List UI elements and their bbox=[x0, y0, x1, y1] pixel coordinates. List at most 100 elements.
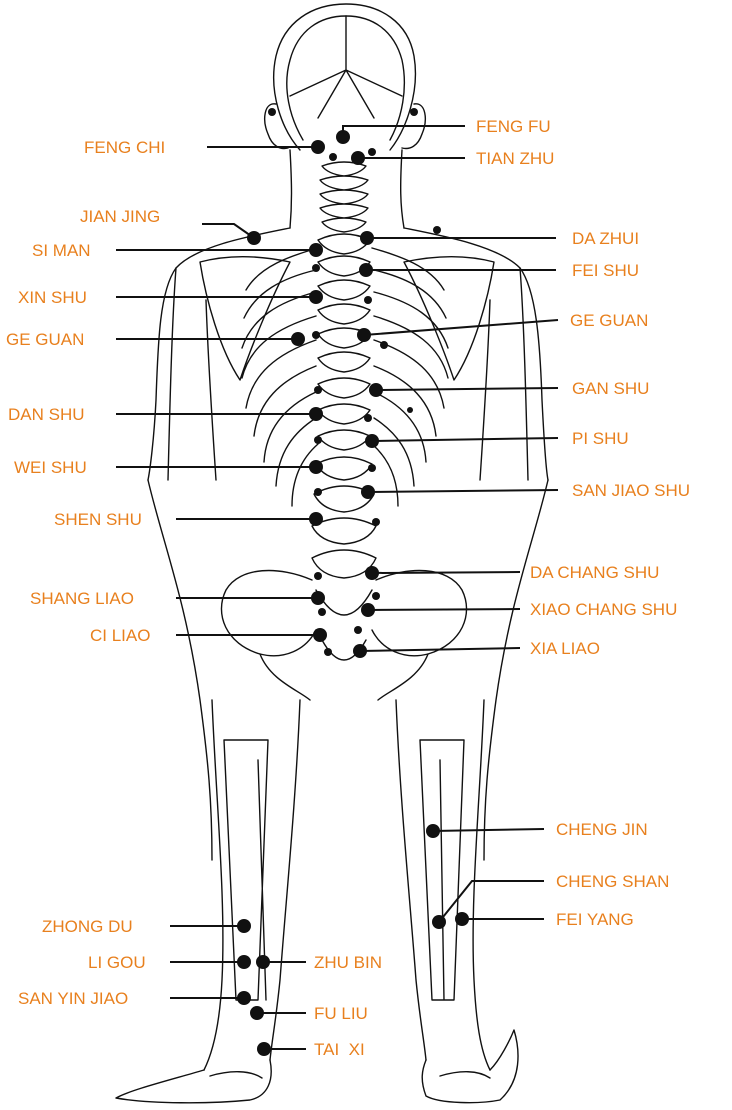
left-foot bbox=[116, 1060, 271, 1103]
minor-point bbox=[314, 572, 322, 580]
minor-point bbox=[354, 626, 362, 634]
label-dan-shu: DAN SHU bbox=[8, 405, 85, 424]
point-ci-liao bbox=[313, 628, 327, 642]
leader-lines bbox=[116, 126, 558, 1049]
right-foot bbox=[422, 1030, 518, 1103]
point-cheng-shan bbox=[432, 915, 446, 929]
minor-point bbox=[314, 488, 322, 496]
hip-outline bbox=[148, 480, 548, 860]
label-fu-liu: FU LIU bbox=[314, 1004, 368, 1023]
label-shang-liao: SHANG LIAO bbox=[30, 589, 134, 608]
label-li-gou: LI GOU bbox=[88, 953, 146, 972]
label-zhu-bin: ZHU BIN bbox=[314, 953, 382, 972]
label-cheng-jin: CHENG JIN bbox=[556, 820, 648, 839]
right-upper-arm bbox=[480, 268, 528, 480]
spinal-column bbox=[312, 234, 376, 578]
label-feng-fu: FENG FU bbox=[476, 117, 551, 136]
point-fei-shu bbox=[359, 263, 373, 277]
right-tibia bbox=[420, 740, 464, 1000]
point-san-jiao-shu bbox=[361, 485, 375, 499]
point-si-man bbox=[309, 243, 323, 257]
minor-point bbox=[312, 264, 320, 272]
minor-point bbox=[433, 226, 441, 234]
pelvis bbox=[221, 571, 466, 660]
point-zhong-du bbox=[237, 919, 251, 933]
minor-point bbox=[314, 386, 322, 394]
labels: FENG FU FENG CHI TIAN ZHU JIAN JING DA Z… bbox=[6, 117, 690, 1059]
minor-point bbox=[312, 331, 320, 339]
label-da-chang-shu: DA CHANG SHU bbox=[530, 563, 659, 582]
label-tian-zhu: TIAN ZHU bbox=[476, 149, 554, 168]
point-da-chang-shu bbox=[365, 566, 379, 580]
point-tian-zhu bbox=[351, 151, 365, 165]
minor-point bbox=[372, 592, 380, 600]
left-scapula bbox=[200, 257, 290, 380]
label-jian-jing: JIAN JING bbox=[80, 207, 160, 226]
point-xiao-chang-shu bbox=[361, 603, 375, 617]
leader-gan-shu bbox=[376, 388, 558, 390]
point-xin-shu bbox=[309, 290, 323, 304]
minor-point bbox=[364, 414, 372, 422]
minor-point bbox=[318, 608, 326, 616]
left-upper-arm bbox=[168, 268, 216, 480]
label-san-yin-jiao: SAN YIN JIAO bbox=[18, 989, 128, 1008]
label-tai-xi: TAI XI bbox=[314, 1040, 365, 1059]
point-wei-shu bbox=[309, 460, 323, 474]
point-xia-liao bbox=[353, 644, 367, 658]
right-leg-outline bbox=[396, 700, 490, 1070]
right-ribs bbox=[372, 248, 448, 506]
leader-xiao-chang-shu bbox=[368, 609, 520, 610]
label-ge-guan-right: GE GUAN bbox=[570, 311, 648, 330]
cervical-vertebrae bbox=[320, 162, 368, 232]
minor-point bbox=[329, 153, 337, 161]
point-fei-yang bbox=[455, 912, 469, 926]
point-tai-xi bbox=[257, 1042, 271, 1056]
leader-xia-liao bbox=[360, 648, 520, 651]
minor-point bbox=[268, 108, 276, 116]
leader-jian-jing bbox=[202, 224, 254, 238]
point-ge-guan-right bbox=[357, 328, 371, 342]
point-san-yin-jiao bbox=[237, 991, 251, 1005]
label-da-zhui: DA ZHUI bbox=[572, 229, 639, 248]
point-shen-shu bbox=[309, 512, 323, 526]
point-dan-shu bbox=[309, 407, 323, 421]
label-gan-shu: GAN SHU bbox=[572, 379, 649, 398]
skull-outline bbox=[274, 4, 416, 150]
label-zhong-du: ZHONG DU bbox=[42, 917, 133, 936]
point-feng-fu bbox=[336, 130, 350, 144]
minor-point bbox=[368, 148, 376, 156]
right-scapula bbox=[404, 257, 494, 380]
point-da-zhui bbox=[360, 231, 374, 245]
minor-point bbox=[314, 436, 322, 444]
minor-point bbox=[407, 407, 413, 413]
label-xin-shu: XIN SHU bbox=[18, 288, 87, 307]
label-si-man: SI MAN bbox=[32, 241, 91, 260]
label-fei-yang: FEI YANG bbox=[556, 910, 634, 929]
label-pi-shu: PI SHU bbox=[572, 429, 629, 448]
label-san-jiao-shu: SAN JIAO SHU bbox=[572, 481, 690, 500]
point-fu-liu bbox=[250, 1006, 264, 1020]
point-feng-chi bbox=[311, 140, 325, 154]
point-cheng-jin bbox=[426, 824, 440, 838]
leader-da-chang-shu bbox=[372, 572, 520, 573]
minor-point bbox=[364, 296, 372, 304]
leader-pi-shu bbox=[372, 438, 558, 441]
label-ci-liao: CI LIAO bbox=[90, 626, 150, 645]
label-xiao-chang-shu: XIAO CHANG SHU bbox=[530, 600, 677, 619]
minor-point bbox=[324, 648, 332, 656]
label-cheng-shan: CHENG SHAN bbox=[556, 872, 669, 891]
minor-point bbox=[368, 464, 376, 472]
minor-point bbox=[380, 341, 388, 349]
label-fei-shu: FEI SHU bbox=[572, 261, 639, 280]
label-ge-guan-left: GE GUAN bbox=[6, 330, 84, 349]
leader-cheng-jin bbox=[433, 829, 544, 831]
point-shang-liao bbox=[311, 591, 325, 605]
point-zhu-bin bbox=[256, 955, 270, 969]
label-xia-liao: XIA LIAO bbox=[530, 639, 600, 658]
acupoints bbox=[237, 130, 469, 1056]
label-wei-shu: WEI SHU bbox=[14, 458, 87, 477]
point-gan-shu bbox=[369, 383, 383, 397]
point-ge-guan-left bbox=[291, 332, 305, 346]
